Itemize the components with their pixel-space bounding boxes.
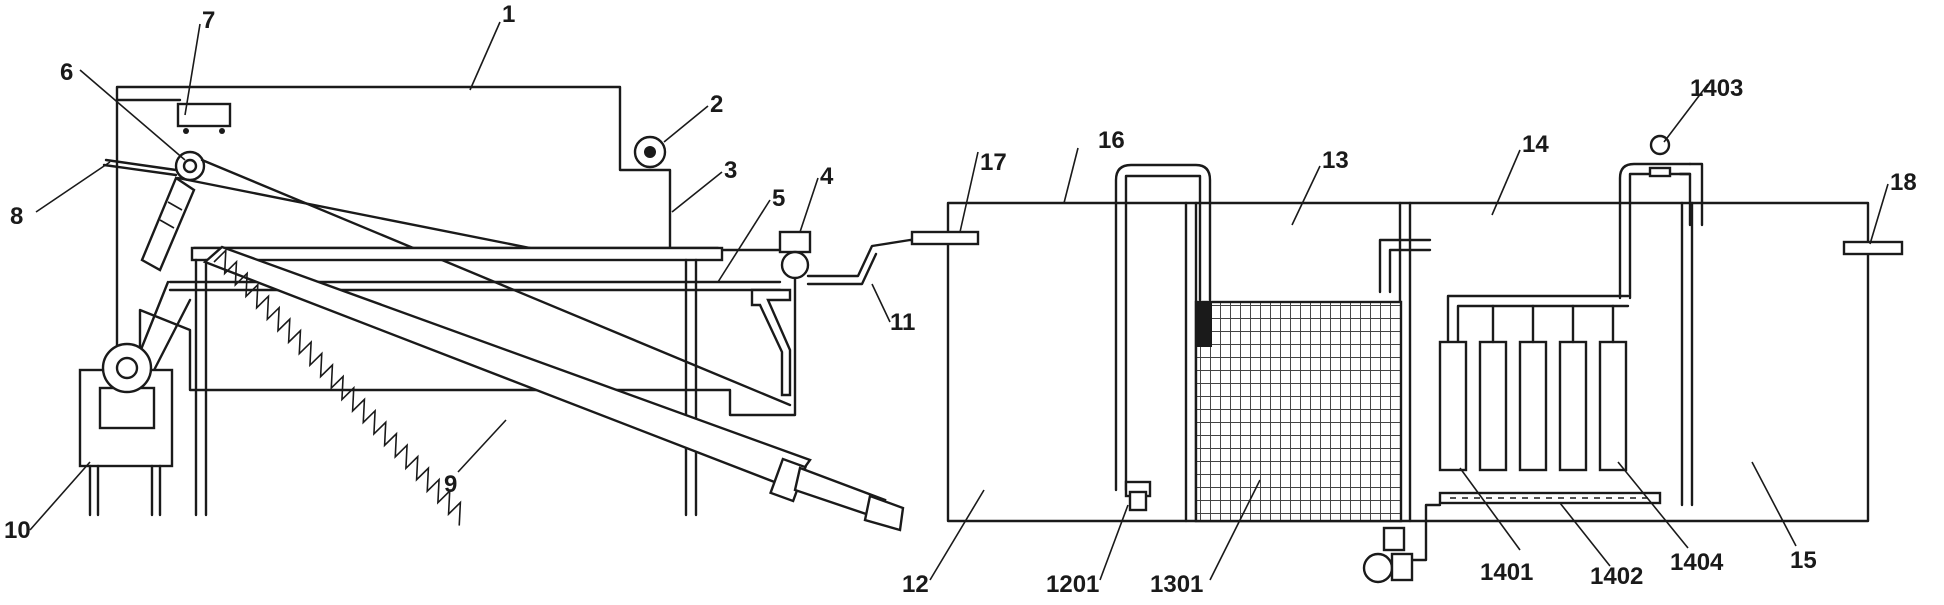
label-17: 17	[980, 149, 1007, 176]
siphon-1201	[1114, 163, 1212, 492]
label-15: 15	[1790, 547, 1817, 574]
air-pipe	[1408, 503, 1442, 562]
aerator-columns	[1438, 304, 1628, 472]
label-12: 12	[902, 571, 929, 598]
manifold-1401	[1446, 294, 1630, 344]
left-machine	[78, 85, 962, 532]
label-8: 8	[10, 203, 23, 230]
blower	[1362, 552, 1394, 584]
label-4: 4	[820, 163, 834, 190]
label-10: 10	[4, 517, 31, 544]
label-1401: 1401	[1480, 559, 1533, 586]
right-tank	[910, 134, 1904, 584]
label-16: 16	[1098, 127, 1125, 154]
label-6: 6	[60, 59, 73, 86]
label-18: 18	[1890, 169, 1917, 196]
label-7: 7	[202, 7, 215, 34]
membrane-module-1301	[1194, 300, 1403, 523]
label-3: 3	[724, 157, 737, 184]
label-2: 2	[710, 91, 723, 118]
label-11: 11	[890, 309, 915, 336]
inlet-17	[910, 230, 980, 246]
label-13: 13	[1322, 147, 1349, 174]
outlet-18	[1842, 240, 1904, 256]
label-1: 1	[502, 1, 515, 28]
recirc-pipe	[1618, 162, 1692, 300]
valve-4	[778, 230, 812, 254]
label-1301: 1301	[1150, 571, 1203, 598]
label-1201: 1201	[1046, 571, 1099, 598]
tank-outline	[946, 201, 1870, 523]
frame-top	[190, 246, 724, 262]
control-box	[176, 102, 232, 128]
label-1402: 1402	[1590, 563, 1643, 590]
label-14: 14	[1522, 131, 1549, 158]
callout-labels: 1 2 3 4 5 6 7 8 9 10 11 12 1201 13 1301 …	[4, 1, 1917, 598]
screw-flight	[213, 248, 462, 526]
label-9: 9	[444, 471, 457, 498]
leader-lines	[29, 21, 1889, 581]
discharge-pipe-11	[806, 238, 962, 278]
label-5: 5	[772, 185, 785, 212]
label-1403: 1403	[1690, 75, 1743, 102]
label-1404: 1404	[1670, 549, 1724, 576]
screw-conveyor	[202, 245, 812, 490]
scraper-8	[104, 158, 178, 172]
